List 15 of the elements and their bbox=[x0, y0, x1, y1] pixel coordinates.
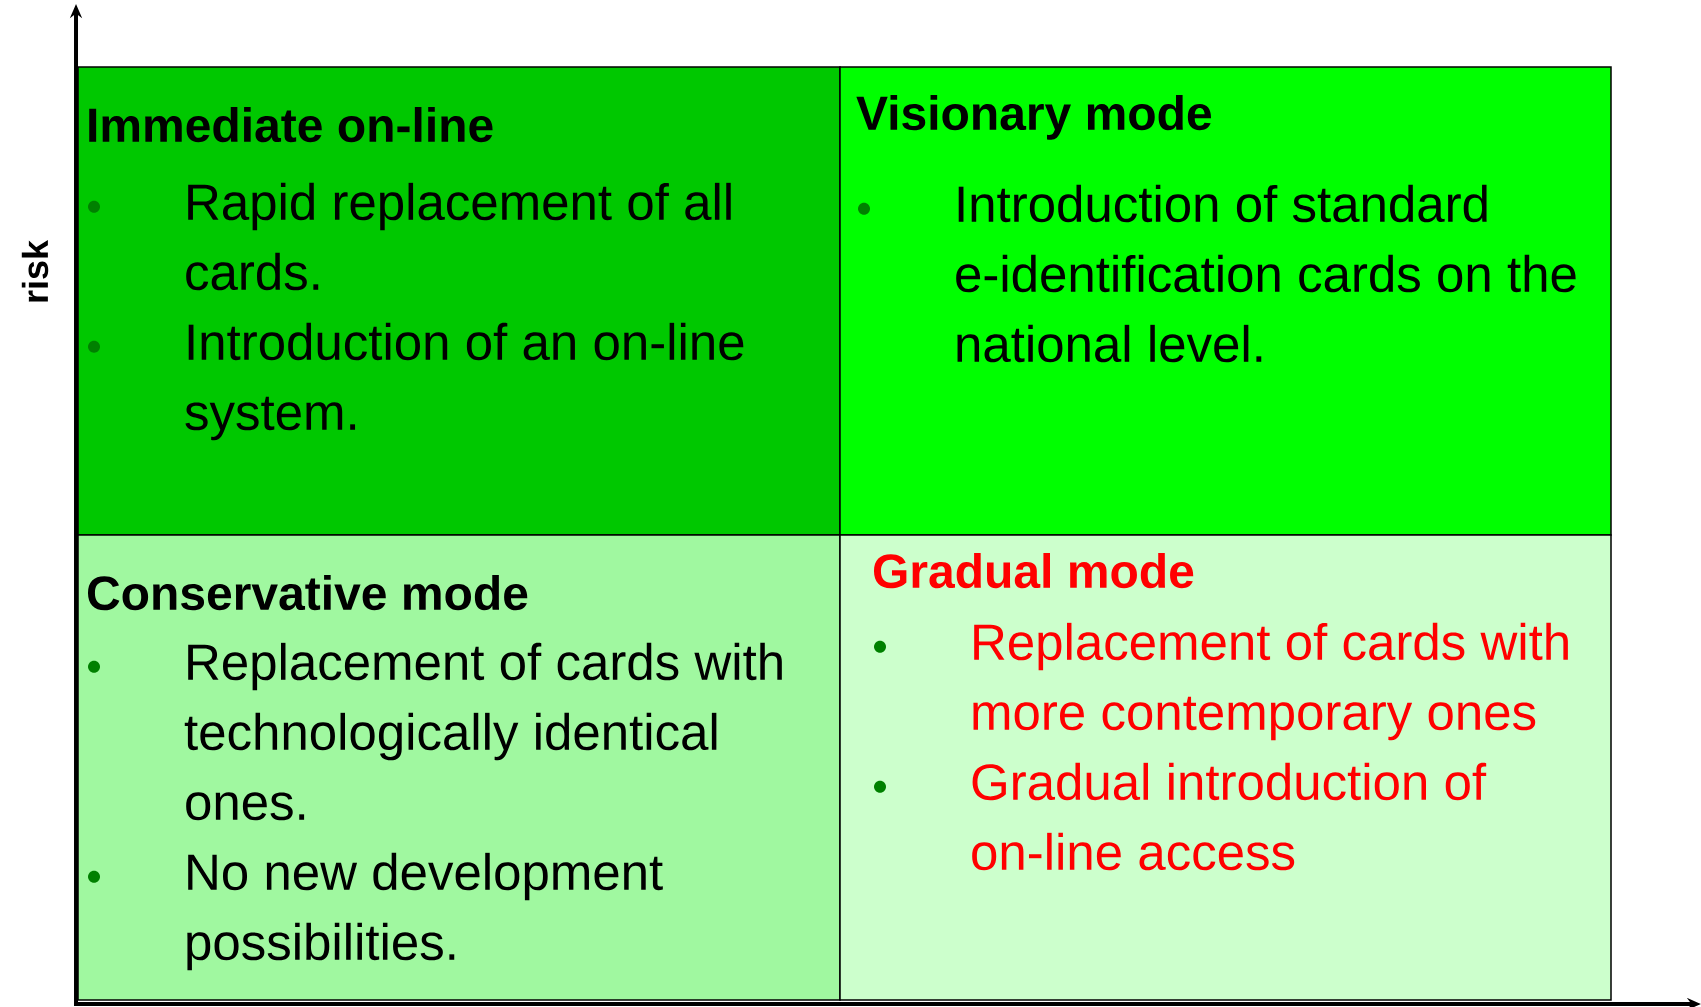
quadrant-heading: Conservative mode bbox=[88, 575, 528, 611]
bullet-item: Introduction of standard e-identification cards on the national level. bbox=[956, 184, 1576, 363]
bullet-item: Replacement of cards with technologically identical ones. bbox=[184, 642, 782, 821]
quadrant-box bbox=[77, 66, 841, 536]
quadrant-box bbox=[839, 66, 1612, 536]
quadrant-heading: Gradual mode bbox=[874, 553, 1194, 589]
quadrant-heading: Immediate on-line bbox=[89, 107, 493, 143]
quadrant-box bbox=[77, 534, 841, 1001]
bullet-item: Introduction of an on-line system. bbox=[185, 322, 744, 441]
quadrant-heading: Visionary mode bbox=[856, 95, 1211, 140]
bullet-item: Gradual introduction of on-line access bbox=[972, 762, 1487, 871]
quadrant-box bbox=[839, 534, 1612, 1001]
bullet-item: Replacement of cards with more contemporary ones bbox=[973, 622, 1568, 741]
bullet-item: No new development possibilities. bbox=[187, 852, 663, 971]
bullet-item: Rapid replacement of all cards. bbox=[186, 182, 731, 291]
